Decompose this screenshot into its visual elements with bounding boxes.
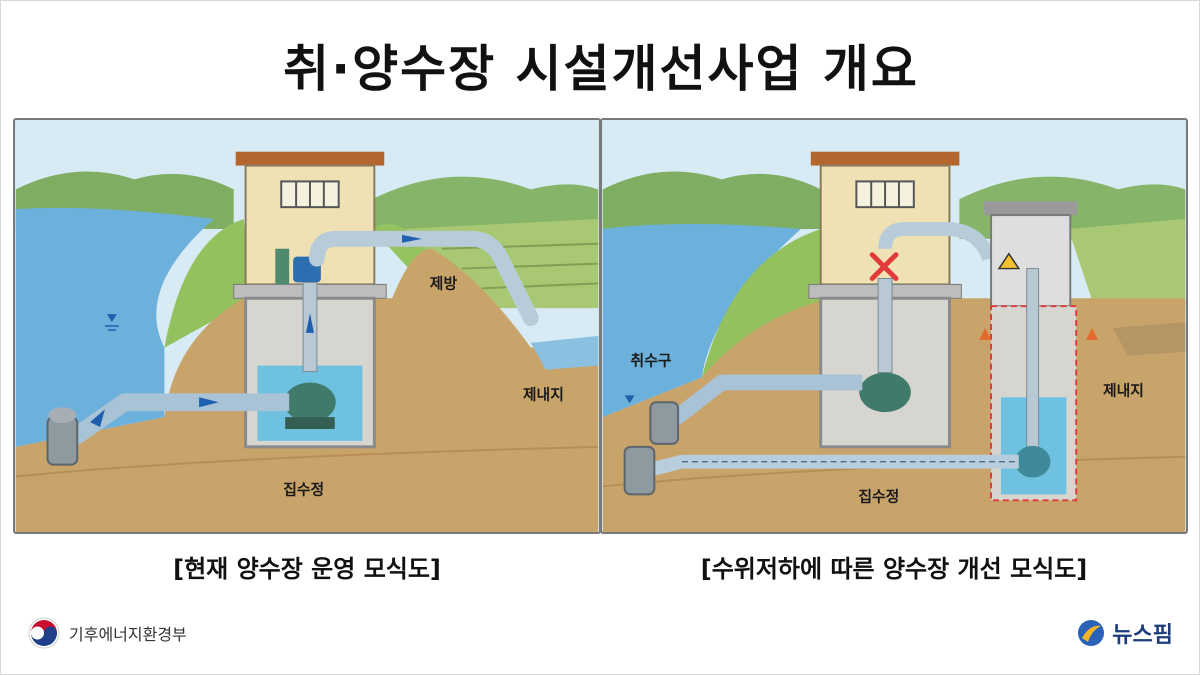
ministry-name: 기후에너지환경부: [69, 625, 187, 644]
river: [15, 207, 214, 447]
intake-label: 취수구: [631, 352, 672, 370]
new-intake-pipe: [640, 454, 1019, 479]
improved-diagram-svg: 취수구 제내지 집수정: [602, 120, 1186, 532]
current-diagram-caption: [현재 양수장 운영 모식도]: [173, 555, 441, 583]
brand-name: 뉴스핌: [1112, 623, 1173, 648]
disabled-pump-icon: [869, 252, 899, 281]
inland-label: 제내지: [1103, 381, 1144, 399]
discharge-pipe: [308, 230, 539, 326]
newspim-logo-icon: [1078, 620, 1105, 646]
new-pumphouse-roof: [984, 201, 1078, 216]
flow-arrows: [90, 234, 422, 428]
taegeuk-emblem-icon: [28, 617, 60, 649]
water-level-marker: [106, 314, 117, 323]
rice-field: [1068, 219, 1186, 319]
page-title: 취·양수장 시설개선사업 개요: [283, 40, 919, 98]
inland-label: 제내지: [523, 385, 564, 403]
drainage-ditch: [530, 335, 599, 370]
new-pump: [1014, 445, 1051, 478]
current-diagram-svg: 제방 제내지 집수정: [15, 120, 599, 532]
levee-label: 제방: [430, 274, 458, 292]
brand-logo: 뉴스핌: [1076, 615, 1173, 651]
pumphouse-roof: [235, 151, 385, 166]
new-intake-strainer: [623, 445, 656, 496]
water-level-marker: [624, 395, 635, 404]
lowered-river: [602, 223, 801, 418]
improved-diagram-caption: [수위저하에 따른 양수장 개선 모식도]: [700, 555, 1088, 583]
current-operation-diagram: 제방 제내지 집수정: [13, 118, 601, 534]
levee-slope: [164, 219, 254, 348]
sump-label: 집수정: [858, 487, 899, 505]
pump: [284, 382, 336, 423]
sump-label: 집수정: [283, 480, 324, 498]
warning-icon: [997, 252, 1021, 270]
intake-pipe: [55, 393, 290, 455]
intake-strainer: [46, 416, 79, 466]
ministry-logo: 기후에너지환경부: [27, 613, 187, 653]
improved-operation-diagram: 취수구 제내지 집수정: [600, 118, 1188, 534]
